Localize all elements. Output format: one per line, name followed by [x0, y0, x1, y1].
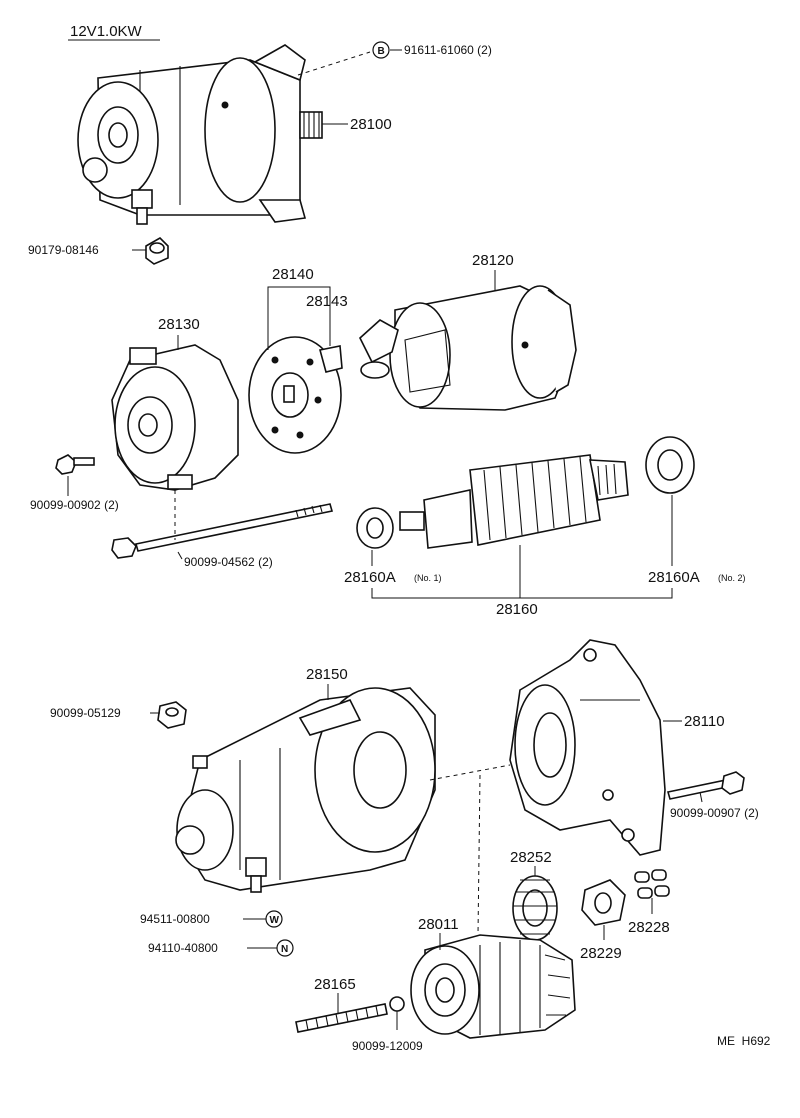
- label-nut-terminal: 94110-40800: [148, 941, 218, 955]
- idle-gear-drawing: [512, 875, 558, 941]
- label-magnetic-switch: 28150: [306, 666, 348, 683]
- label-rollers: 28228: [628, 919, 670, 936]
- label-brush-holder-group: 28140: [272, 266, 314, 283]
- end-frame-screw-drawing: [55, 454, 95, 475]
- label-retainer: 28229: [580, 945, 622, 962]
- leader-through-bolt: [177, 551, 183, 560]
- terminal-nut-top-drawing: [145, 237, 169, 265]
- label-clutch: 28011: [418, 916, 459, 933]
- retainer-drawing: [581, 879, 626, 926]
- label-field-yoke: 28120: [472, 252, 514, 269]
- marker-starter-bolt: [372, 41, 390, 59]
- housing-drawing: [509, 639, 666, 856]
- label-bearing-no1-note: (No. 1): [414, 573, 442, 583]
- label-housing-bolt: 90099-00907 (2): [670, 806, 759, 820]
- nut-05129-drawing: [157, 701, 187, 729]
- end-frame-drawing: [111, 344, 239, 491]
- through-bolt-drawing: [111, 503, 334, 559]
- bearing-no2-drawing: [645, 436, 695, 494]
- bearing-no1-drawing: [356, 507, 394, 549]
- rollers-drawing: [634, 869, 670, 899]
- label-bearing-no2: 28160A: [648, 569, 700, 586]
- label-end-frame: 28130: [158, 316, 200, 333]
- leader-housing-bolt: [699, 791, 703, 803]
- armature-drawing: [399, 454, 629, 549]
- label-armature: 28160: [496, 601, 538, 618]
- leader-armature-group: [371, 588, 673, 599]
- label-starter-assy: 28100: [350, 116, 392, 133]
- label-end-frame-screw: 90099-00902 (2): [30, 498, 119, 512]
- brush-holder-drawing: [248, 336, 343, 454]
- label-bearing-no1: 28160A: [344, 569, 396, 586]
- label-brush-holder-spring: 28143: [306, 293, 348, 310]
- label-ball: 90099-12009: [352, 1039, 423, 1053]
- label-nut-05129: 90099-05129: [50, 706, 121, 720]
- field-yoke-drawing: [359, 285, 577, 411]
- label-bearing-no2-note: (No. 2): [718, 573, 746, 583]
- ball-drawing: [389, 996, 405, 1012]
- label-housing: 28110: [684, 713, 725, 730]
- marker-starter-bolt-text: B: [378, 46, 385, 57]
- label-terminal-nut-top: 90179-08146: [28, 243, 99, 257]
- label-spring: 28165: [314, 976, 356, 993]
- leader-clutch-dash: [477, 774, 481, 936]
- starter-assembly-drawing: [77, 44, 323, 225]
- spring-drawing: [295, 1003, 388, 1033]
- diagram-code: ME H692: [717, 1034, 771, 1048]
- label-through-bolt: 90099-04562 (2): [184, 555, 273, 569]
- spec-label: 12V1.0KW: [70, 23, 143, 40]
- clutch-drawing: [410, 934, 576, 1039]
- leader-housing-dash: [429, 764, 511, 781]
- magnetic-switch-drawing: [175, 687, 436, 893]
- marker-nut-text: N: [281, 944, 288, 955]
- label-idle-gear: 28252: [510, 849, 552, 866]
- label-washer-terminal: 94511-00800: [140, 912, 210, 926]
- label-starter-bolt: 91611-61060 (2): [404, 43, 492, 57]
- marker-washer-text: W: [270, 915, 280, 926]
- leader-brush-holder-group: [267, 286, 331, 350]
- leader-starter-bolt: [297, 51, 371, 76]
- housing-bolt-drawing: [666, 771, 745, 800]
